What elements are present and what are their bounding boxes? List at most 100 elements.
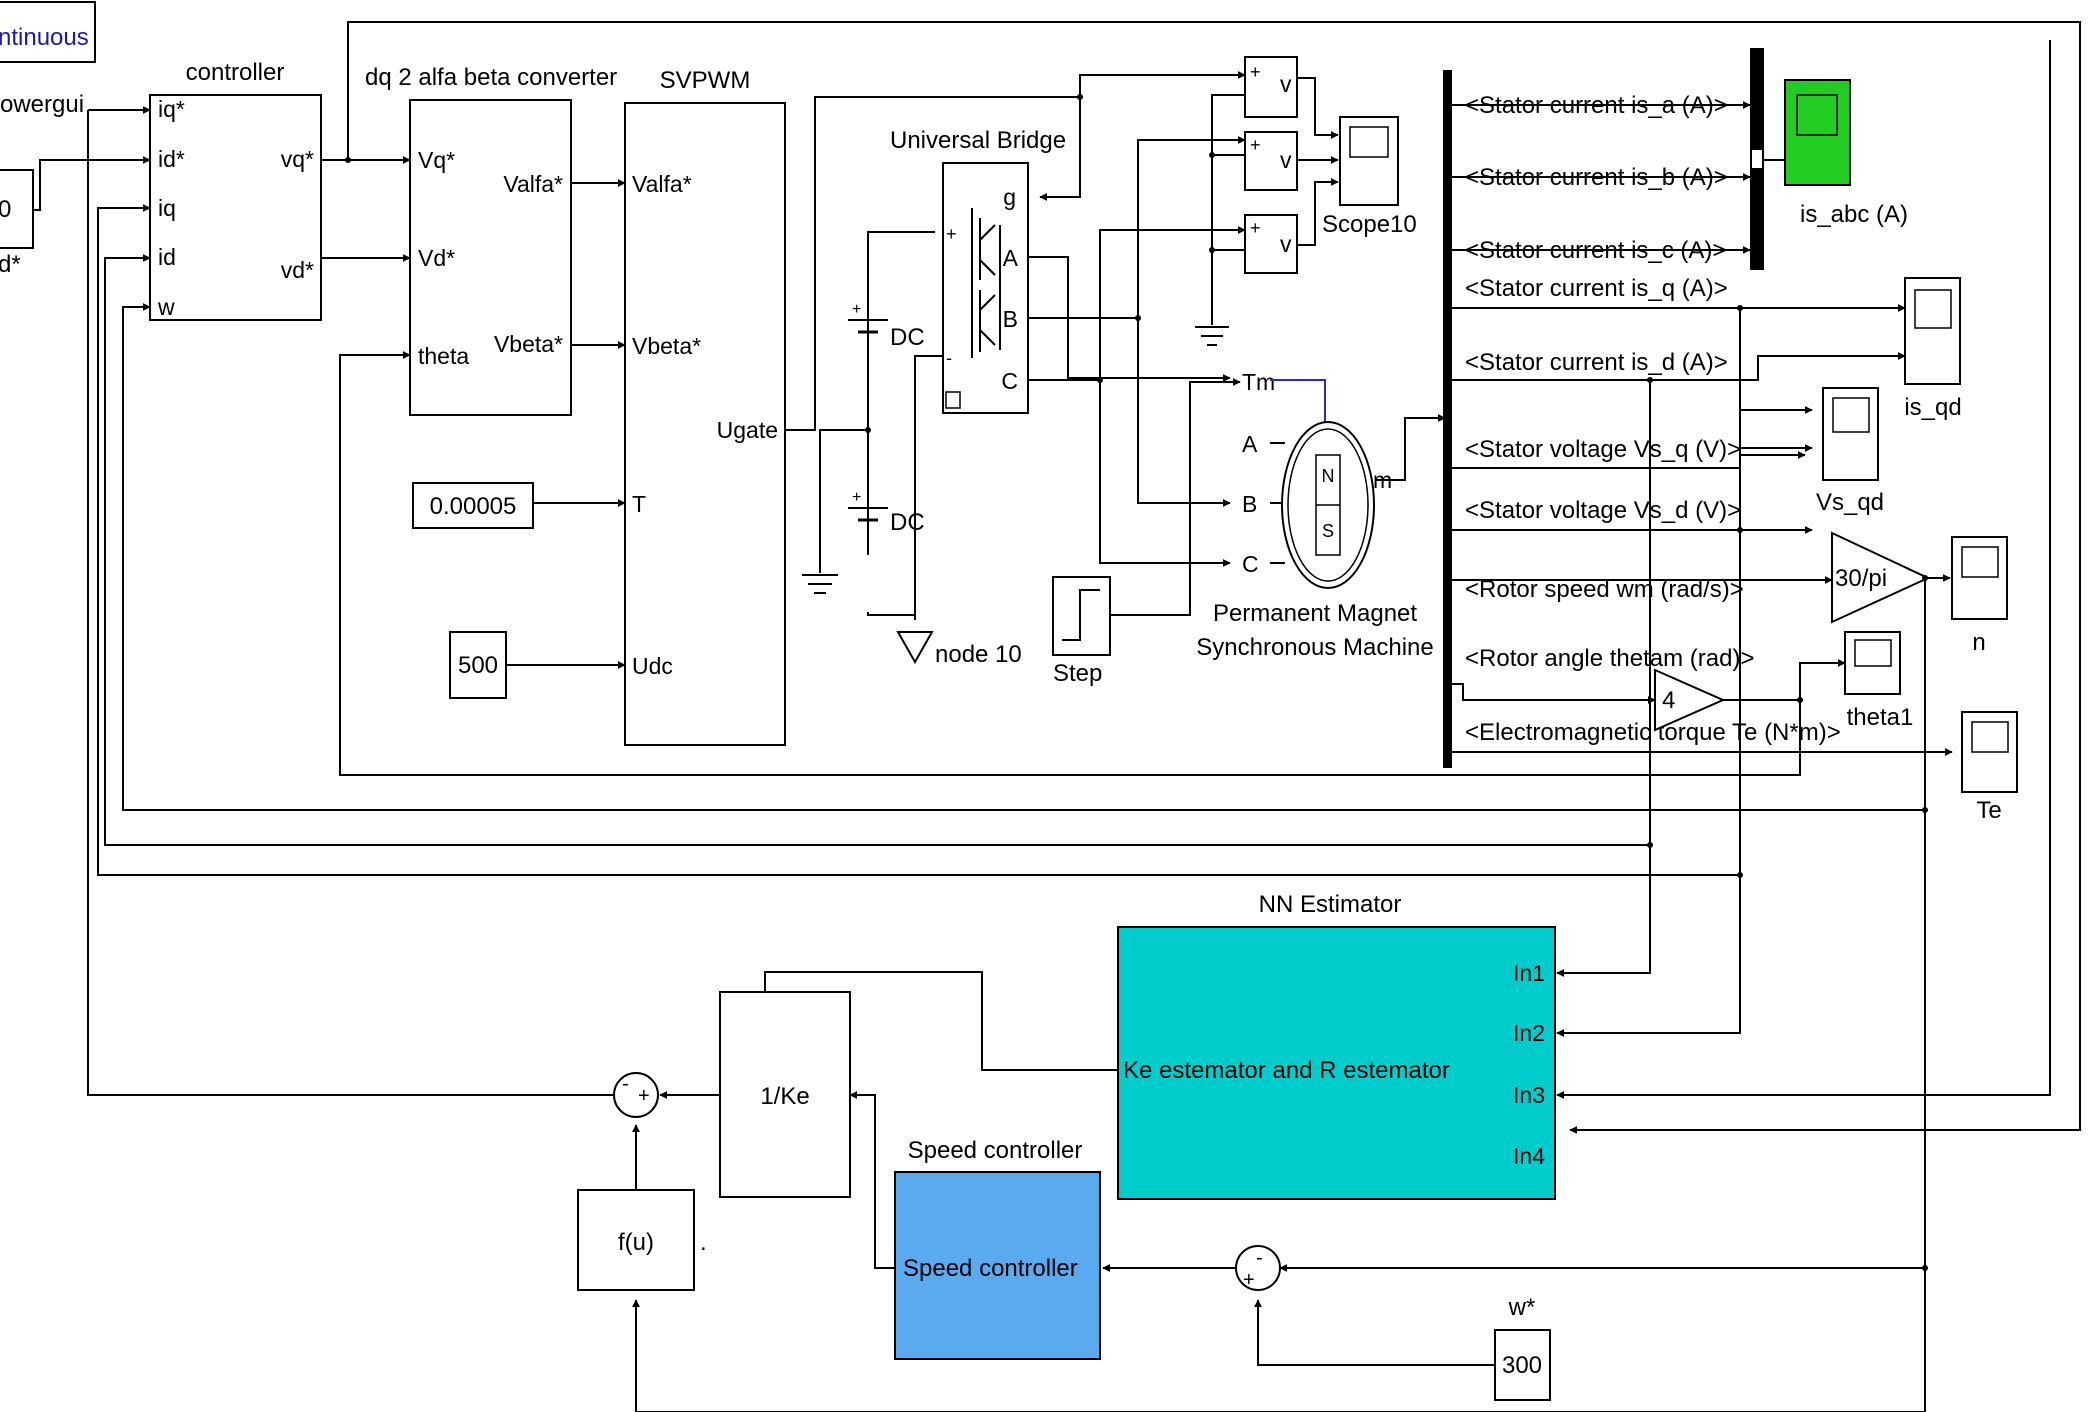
bus-signal-te: <Electromagnetic torque Te (N*m)> — [1465, 719, 1841, 746]
bridge-port-plus: + — [946, 224, 957, 244]
voltmeter-bc[interactable]: + v — [1244, 131, 1298, 191]
dq-in-theta: theta — [418, 343, 469, 369]
svg-text:+: + — [852, 489, 861, 506]
is-qd-label: is_qd — [1904, 394, 1961, 421]
udc-value: 500 — [458, 652, 498, 679]
svpwm-block[interactable]: SVPWM Valfa* Vbeta* T Udc Ugate — [624, 67, 786, 746]
speed-controller-title: Speed controller — [908, 1137, 1083, 1164]
speed-controller-label: Speed controller — [903, 1255, 1078, 1282]
step-block[interactable]: Step — [1052, 576, 1111, 687]
voltmeter-ab-out: v — [1280, 71, 1292, 97]
signal-wires — [33, 21, 2081, 1412]
fcn-dot: . — [700, 1229, 707, 1256]
bus-signal-is-q: <Stator current is_q (A)> — [1465, 275, 1728, 302]
sample-time-value: 0.00005 — [430, 493, 517, 520]
is-qd-scope[interactable]: is_qd — [1904, 277, 1962, 421]
speed-sum-plus: + — [1243, 1269, 1255, 1291]
bridge-port-minus: - — [946, 348, 952, 368]
abc-mux[interactable] — [1750, 48, 1764, 270]
ground-voltmeter-icon — [1195, 326, 1229, 346]
id-ref-label: d* — [0, 251, 21, 278]
bus-signal-thetam: <Rotor angle thetam (rad)> — [1465, 645, 1755, 672]
pmsm-label-line1: Permanent Magnet — [1213, 600, 1417, 627]
voltmeter-ab[interactable]: + v — [1244, 56, 1298, 118]
sample-time-constant[interactable]: 0.00005 — [412, 482, 534, 529]
nn-in3: In3 — [1513, 1082, 1545, 1108]
vs-qd-scope[interactable]: Vs_qd — [1816, 387, 1884, 516]
svg-text:+: + — [852, 301, 861, 318]
is-abc-scope[interactable]: is_abc (A) — [1784, 79, 1908, 228]
universal-bridge-title: Universal Bridge — [890, 127, 1066, 154]
current-ref-sum[interactable]: - + — [613, 1072, 659, 1118]
dc-source-bottom-label: DC — [890, 509, 925, 536]
speed-ref-value: 300 — [1502, 1352, 1542, 1379]
nn-estimator-label: Ke estemator and R estemator — [1123, 1057, 1450, 1084]
svpwm-in-valfa: Valfa* — [632, 171, 692, 197]
svpwm-title: SVPWM — [660, 67, 751, 94]
pmsm-in-a: A — [1242, 431, 1258, 457]
inverse-ke-block[interactable]: 1/Ke — [719, 991, 851, 1198]
angle-gain-value: 4 — [1662, 687, 1675, 714]
id-ref-constant[interactable]: 0 d* — [0, 169, 34, 278]
speed-scope-n[interactable]: n — [1951, 536, 2008, 656]
speed-scope-label: n — [1972, 629, 1985, 656]
current-sum-minus: - — [622, 1073, 629, 1095]
speed-error-sum[interactable]: - + — [1235, 1245, 1281, 1291]
bus-selector[interactable]: <Stator current is_a (A)> <Stator curren… — [1443, 70, 1841, 768]
svpwm-out-ugate: Ugate — [717, 417, 778, 443]
theta1-scope[interactable]: theta1 — [1844, 631, 1913, 731]
speed-ref-label: w* — [1508, 1294, 1536, 1321]
te-scope[interactable]: Te — [1961, 711, 2018, 824]
nn-estimator-title: NN Estimator — [1259, 891, 1402, 918]
powergui-mode: ntinuous — [0, 24, 89, 51]
dc-source-top[interactable]: + DC — [848, 301, 925, 351]
speed-gain-value: 30/pi — [1835, 565, 1887, 592]
pmsm-in-c: C — [1242, 551, 1259, 577]
scope10-block[interactable]: Scope10 — [1322, 116, 1417, 238]
powergui-block[interactable]: ntinuous owergui — [0, 1, 96, 118]
powergui-label: owergui — [0, 91, 84, 118]
speed-controller-block[interactable]: Speed controller Speed controller — [894, 1137, 1101, 1360]
scope10-label: Scope10 — [1322, 211, 1417, 238]
universal-bridge-block[interactable]: Universal Bridge g A B C + - — [890, 127, 1066, 414]
speed-gain-block[interactable]: 30/pi — [1831, 531, 1931, 624]
bus-signal-vs-q: <Stator voltage Vs_q (V)> — [1465, 436, 1741, 463]
dc-source-bottom[interactable]: + DC — [848, 489, 925, 536]
voltmeter-ca-plus: + — [1250, 218, 1261, 238]
nn-in2: In2 — [1513, 1020, 1545, 1046]
voltmeter-ca[interactable]: + v — [1244, 214, 1298, 274]
bus-signal-is-d: <Stator current is_d (A)> — [1465, 349, 1728, 376]
fcn-label: f(u) — [618, 1229, 654, 1256]
fcn-block[interactable]: f(u) . — [577, 1189, 707, 1291]
bridge-port-c: C — [1001, 368, 1018, 394]
angle-gain-block[interactable]: 4 — [1654, 668, 1726, 732]
controller-block[interactable]: controller iq* id* iq id w vq* vd* — [149, 59, 322, 321]
controller-in-iq-ref: iq* — [158, 96, 185, 122]
pmsm-out-m: m — [1373, 467, 1392, 493]
svpwm-in-t: T — [632, 491, 646, 517]
dc-source-top-label: DC — [890, 324, 925, 351]
current-sum-plus: + — [638, 1085, 650, 1107]
controller-title: controller — [186, 59, 285, 86]
bridge-port-g: g — [1003, 184, 1016, 210]
nn-estimator-block[interactable]: NN Estimator Ke estemator and R estemato… — [1117, 891, 1556, 1200]
junction-dots — [345, 94, 1928, 1271]
dq-to-alfa-beta-block[interactable]: dq 2 alfa beta converter Vq* Vd* theta V… — [365, 64, 617, 416]
igbt-icon — [971, 208, 1001, 358]
nn-in1: In1 — [1513, 960, 1545, 986]
node-10: node 10 — [896, 631, 1022, 668]
speed-ref-constant[interactable]: w* 300 — [1494, 1294, 1551, 1401]
udc-constant[interactable]: 500 — [449, 631, 507, 699]
nn-in4: In4 — [1513, 1143, 1545, 1169]
pmsm-in-tm: Tm — [1242, 369, 1275, 395]
bridge-port-a: A — [1003, 245, 1019, 271]
pmsm-in-b: B — [1242, 491, 1257, 517]
pmsm-block[interactable]: Tm A B C N S m Permanent Magnet Synchron… — [1196, 369, 1433, 661]
inverse-ke-label: 1/Ke — [760, 1083, 809, 1110]
pmsm-label-line2: Synchronous Machine — [1196, 634, 1433, 661]
voltmeter-ca-out: v — [1280, 231, 1292, 257]
dq-in-vd: Vd* — [418, 245, 455, 271]
vs-qd-label: Vs_qd — [1816, 489, 1884, 516]
bus-signal-is-c: <Stator current is_c (A)> — [1465, 237, 1726, 264]
ground-left-icon — [802, 563, 838, 594]
